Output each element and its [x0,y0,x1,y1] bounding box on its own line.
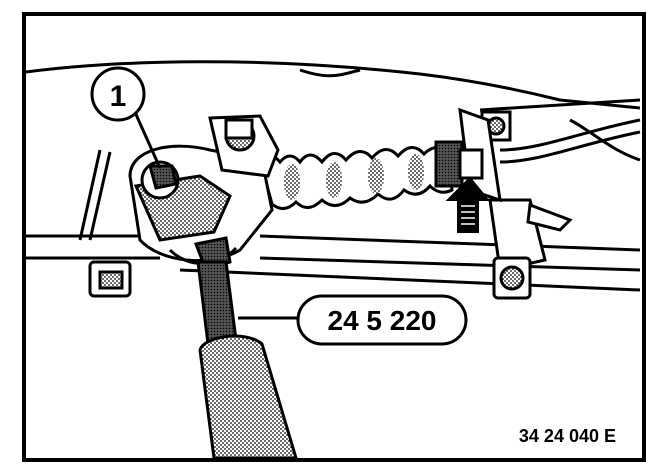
tool-callout: 24 5 220 [238,294,468,346]
cable-end-fitting [434,140,484,188]
figure-code: 34 24 040 E [519,426,616,446]
right-bracket [488,198,573,300]
part-callout: 1 [90,66,162,169]
rubber-boot [258,146,454,210]
arrow-indicator [445,176,491,233]
left-bracket [88,260,132,298]
callout-number: 1 [110,80,127,113]
selector-joint [128,114,280,272]
special-tool-wrench [196,260,299,460]
tool-number-label: 24 5 220 [328,305,437,336]
